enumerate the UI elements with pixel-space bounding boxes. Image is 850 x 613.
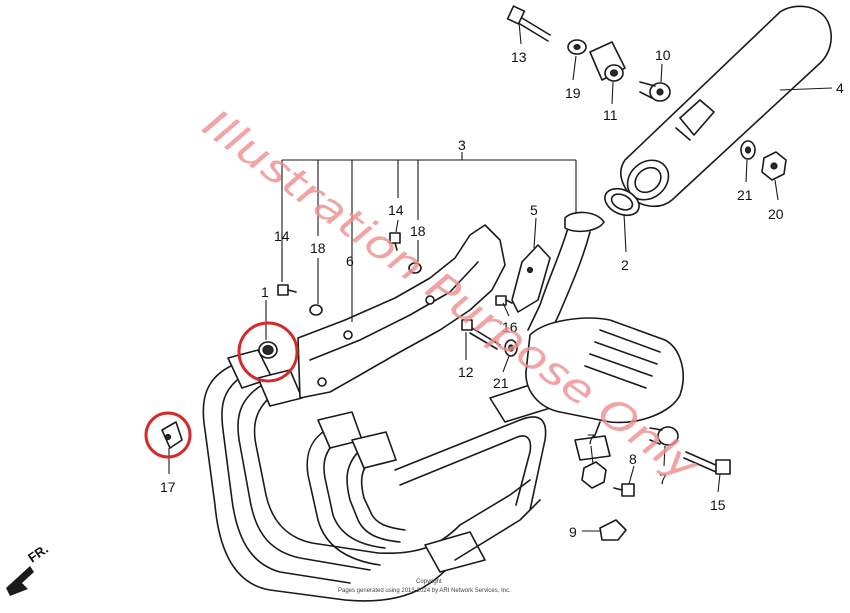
highlight-circle-1 — [237, 321, 299, 383]
callout-18-left: 18 — [310, 240, 326, 256]
callout-12: 12 — [458, 364, 474, 380]
bolt-15 — [683, 451, 731, 475]
callout-21-lower: 21 — [493, 375, 509, 391]
callout-11: 11 — [603, 107, 618, 123]
front-direction-label: FR. — [25, 541, 51, 565]
copyright-line-1: Copyright — [416, 579, 442, 585]
callout-14-mid: 14 — [388, 202, 404, 218]
callout-2: 2 — [621, 257, 629, 273]
callout-13: 13 — [511, 49, 527, 65]
washer-18-left — [309, 304, 323, 316]
heat-shield — [297, 224, 506, 399]
callout-14-left: 14 — [274, 228, 290, 244]
callout-18-mid: 18 — [410, 223, 426, 239]
copyright-footer: Copyright Pages generated using 2013-202… — [338, 579, 511, 594]
rubber-9 — [599, 519, 627, 541]
bolt-16 — [495, 295, 513, 306]
callout-6: 6 — [346, 253, 354, 269]
leader-lines — [168, 21, 833, 532]
nut-7-left — [581, 461, 607, 489]
bolt-12 — [461, 319, 501, 350]
callout-15: 15 — [710, 497, 726, 513]
bolt-13 — [506, 5, 551, 42]
callout-19: 19 — [565, 85, 581, 101]
bolt-14-mid — [389, 232, 401, 251]
callout-5: 5 — [530, 202, 538, 218]
cap-17 — [161, 421, 183, 449]
callout-10: 10 — [655, 47, 671, 63]
callout-7-left: 7 — [587, 431, 595, 447]
callout-7-right: 7 — [659, 471, 667, 487]
callout-4: 4 — [836, 80, 844, 96]
callout-9: 9 — [569, 524, 577, 540]
rubber-bushing-11 — [589, 41, 626, 82]
callout-3: 3 — [458, 137, 466, 153]
bracket-5 — [511, 244, 551, 313]
callout-21-upper: 21 — [737, 187, 753, 203]
callout-16: 16 — [502, 319, 518, 335]
collar-7-right — [649, 426, 679, 446]
callout-17: 17 — [160, 479, 176, 495]
exhaust-header-pipes — [202, 349, 561, 602]
callout-8: 8 — [629, 451, 637, 467]
callout-20: 20 — [768, 206, 784, 222]
bolt-14-left — [277, 284, 297, 296]
bolt-8 — [613, 483, 635, 497]
hardware — [161, 5, 787, 541]
muffler — [620, 5, 832, 208]
front-arrow-icon — [6, 566, 34, 596]
highlight-markers — [144, 321, 299, 459]
front-direction-marker: FR. — [6, 541, 51, 596]
washer-18-mid — [408, 262, 422, 274]
exhaust-chamber — [525, 317, 684, 461]
highlight-circle-17 — [144, 411, 192, 459]
copyright-line-2: Pages generated using 2013-2024 by ARI N… — [338, 588, 511, 594]
callout-1: 1 — [261, 284, 269, 300]
callout-labels: 1 2 3 4 5 6 7 7 8 9 10 11 12 13 14 14 15… — [160, 47, 844, 540]
collar-10 — [639, 81, 671, 102]
